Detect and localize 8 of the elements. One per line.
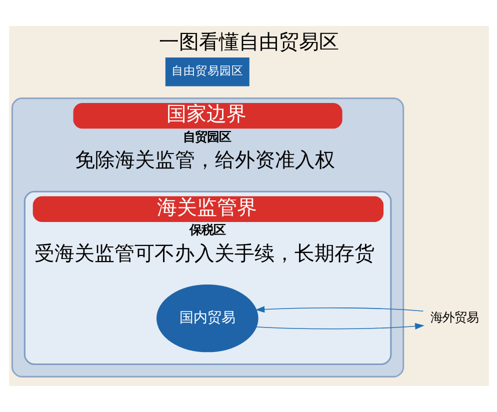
- node-ellipse: 国内贸易: [156, 284, 258, 352]
- node-label: 海关监管界: [156, 195, 256, 220]
- label: 自由贸易园区: [170, 64, 243, 78]
- node-label: 国家边界: [166, 102, 246, 126]
- diagram-title: 一图看懂自由贸易区: [158, 29, 338, 54]
- arrow: [254, 306, 424, 313]
- arrow: [256, 323, 424, 330]
- node-text: 海外贸易: [430, 309, 478, 324]
